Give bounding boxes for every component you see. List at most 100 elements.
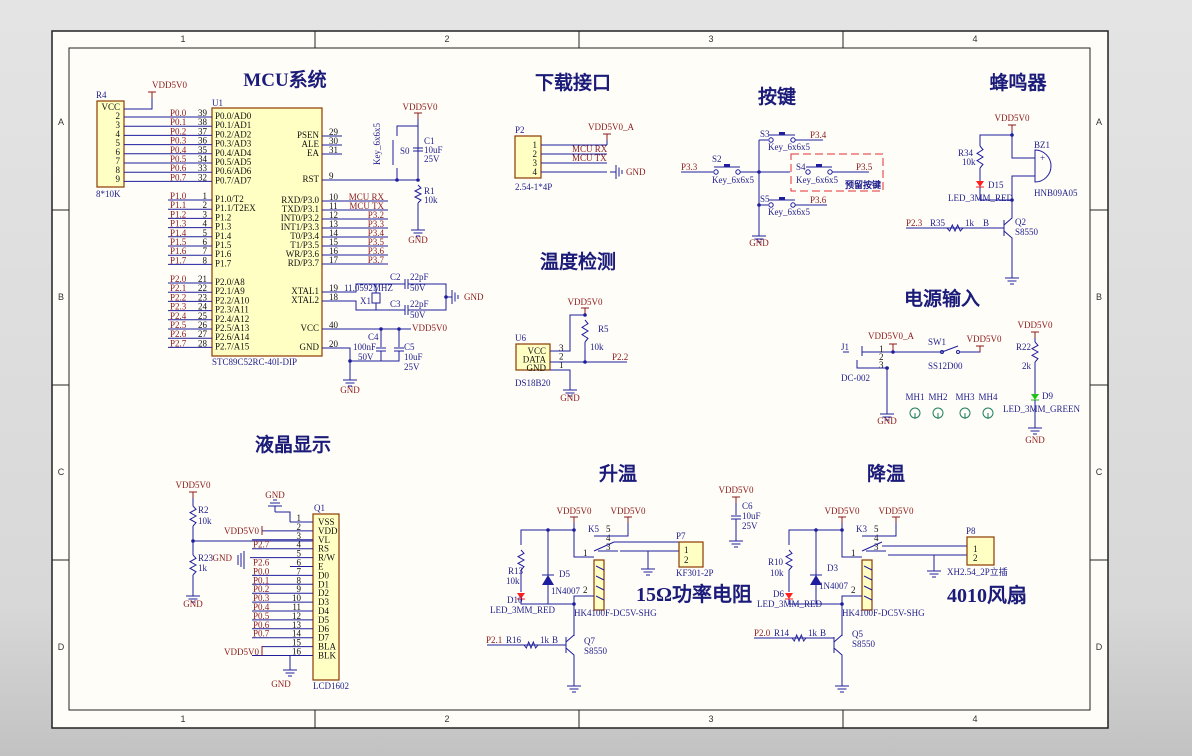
c4-ref: C4 <box>368 332 379 342</box>
net-gnd: GND <box>464 292 484 302</box>
relay-ref: K3 <box>856 524 867 534</box>
pin-number: 28 <box>198 338 208 348</box>
net-label: P3.4 <box>368 228 385 238</box>
net-vdd5v0: VDD5V0 <box>967 334 1002 344</box>
mounting-hole-label: MH4 <box>978 392 998 402</box>
wire <box>856 360 889 369</box>
relay-coil-icon <box>863 575 873 581</box>
relay-pin: 5 <box>606 524 611 534</box>
pin-number: 15 <box>329 237 339 247</box>
c6-voltage: 25V <box>742 521 758 531</box>
pin-name: P0.4/AD4 <box>215 148 252 158</box>
net-P2.7: P2.7 <box>170 338 187 348</box>
pin-number: 3 <box>203 209 208 219</box>
net-vdd5v0: VDD5V0 <box>412 323 447 333</box>
net-gnd: GND <box>340 385 360 395</box>
net-P2.2: P2.2 <box>170 292 186 302</box>
net-P0.5: P0.5 <box>253 611 270 621</box>
lcd-pin-number: 9 <box>297 584 302 594</box>
net-vdd5v0: VDD5V0 <box>825 506 860 516</box>
net-vdd5v0-a: VDD5V0_A <box>588 122 634 132</box>
net-P1.6: P1.6 <box>170 246 187 256</box>
p2-ref: P2 <box>515 125 525 135</box>
q1-body <box>312 513 340 681</box>
pin-number: 10 <box>329 192 339 202</box>
net-gnd: GND <box>265 490 285 500</box>
pin-name: P1.3 <box>215 222 232 232</box>
pin-number: 12 <box>329 210 338 220</box>
x1-freq: 11.0592MHZ <box>344 283 393 293</box>
relay-part: HK4100F-DC5V-SHG <box>842 608 925 618</box>
u6-ref: U6 <box>515 333 526 343</box>
net-p2.0: P2.0 <box>754 628 771 638</box>
r14-ref: R14 <box>774 628 790 638</box>
d6-ref: D6 <box>773 589 784 599</box>
lcd-pin-number: 1 <box>297 513 302 523</box>
resistor-icon <box>516 549 526 571</box>
r4-pin: 8 <box>116 165 121 175</box>
wire <box>550 369 571 384</box>
lcd-pin-name: VDD <box>318 526 338 536</box>
pin-name: XTAL2 <box>291 295 319 305</box>
u6-pin: GND <box>527 363 547 373</box>
net-P1.4: P1.4 <box>170 228 187 238</box>
c2-value: 22pF <box>410 272 429 282</box>
transistor-icon <box>565 647 575 663</box>
grid-column-label: 2 <box>444 714 449 724</box>
pin-number: 13 <box>329 219 339 229</box>
net-mcu-rx: MCU RX <box>572 144 608 154</box>
wire <box>573 523 594 558</box>
pin-name: P0.2/AD2 <box>215 129 251 139</box>
relay-pin: 1 <box>583 548 588 558</box>
bz1-ref: BZ1 <box>1034 140 1050 150</box>
net-gnd: GND <box>183 599 203 609</box>
key-contact <box>768 202 774 208</box>
c4-voltage: 50V <box>358 352 374 362</box>
pin-name: P1.0/T2 <box>215 194 244 204</box>
relay-coil-icon <box>595 595 605 601</box>
lcd-pin-name: D6 <box>318 624 329 634</box>
resistor-icon <box>976 145 984 169</box>
net-vdd5v0: VDD5V0 <box>719 485 754 495</box>
net-P2.4: P2.4 <box>170 311 187 321</box>
pin-number: 19 <box>329 283 339 293</box>
net-P0.4: P0.4 <box>253 602 270 612</box>
net-P0.5: P0.5 <box>170 154 187 164</box>
pin-name: P2.0/A8 <box>215 277 245 287</box>
relay-part: HK4100F-DC5V-SHG <box>574 608 657 618</box>
c2-ref: C2 <box>390 272 401 282</box>
lcd-pin-name: D7 <box>318 633 329 643</box>
grid-row-label: B <box>58 292 64 302</box>
pin-name: GND <box>300 342 320 352</box>
pin-number: 1 <box>203 191 208 201</box>
net-p2.2: P2.2 <box>612 352 628 362</box>
pin-number: 21 <box>198 274 207 284</box>
d15-part: LED_3MM_RED <box>948 193 1014 203</box>
pin-number: 17 <box>329 255 339 265</box>
net-P2.1: P2.1 <box>170 283 186 293</box>
resistor-icon <box>1030 341 1040 363</box>
q2-ref: Q2 <box>1015 217 1026 227</box>
grid-row-label: D <box>58 642 65 652</box>
p2-pin: 4 <box>533 167 538 177</box>
net-P1.2: P1.2 <box>170 209 186 219</box>
pin-number: 31 <box>329 145 338 155</box>
r22-value: 2k <box>1022 361 1032 371</box>
led-icon <box>517 593 525 599</box>
diode-icon <box>810 575 822 585</box>
r23-value: 1k <box>198 563 208 573</box>
net-vdd5v0: VDD5V0 <box>403 102 438 112</box>
pin-name: P1.5 <box>215 240 232 250</box>
junction <box>583 313 587 317</box>
u1-ref: U1 <box>212 98 223 108</box>
q7-ref: Q7 <box>584 636 595 646</box>
net-P0.3: P0.3 <box>253 593 270 603</box>
net-label: P3.6 <box>368 246 385 256</box>
junction <box>1010 198 1014 202</box>
pin-number: 33 <box>198 163 208 173</box>
s0-part: Key_6x6x5 <box>372 123 382 165</box>
mounting-hole-label: MH1 <box>905 392 924 402</box>
q2-part: S8550 <box>1015 227 1039 237</box>
p8-body <box>966 536 995 566</box>
junction <box>416 178 420 182</box>
